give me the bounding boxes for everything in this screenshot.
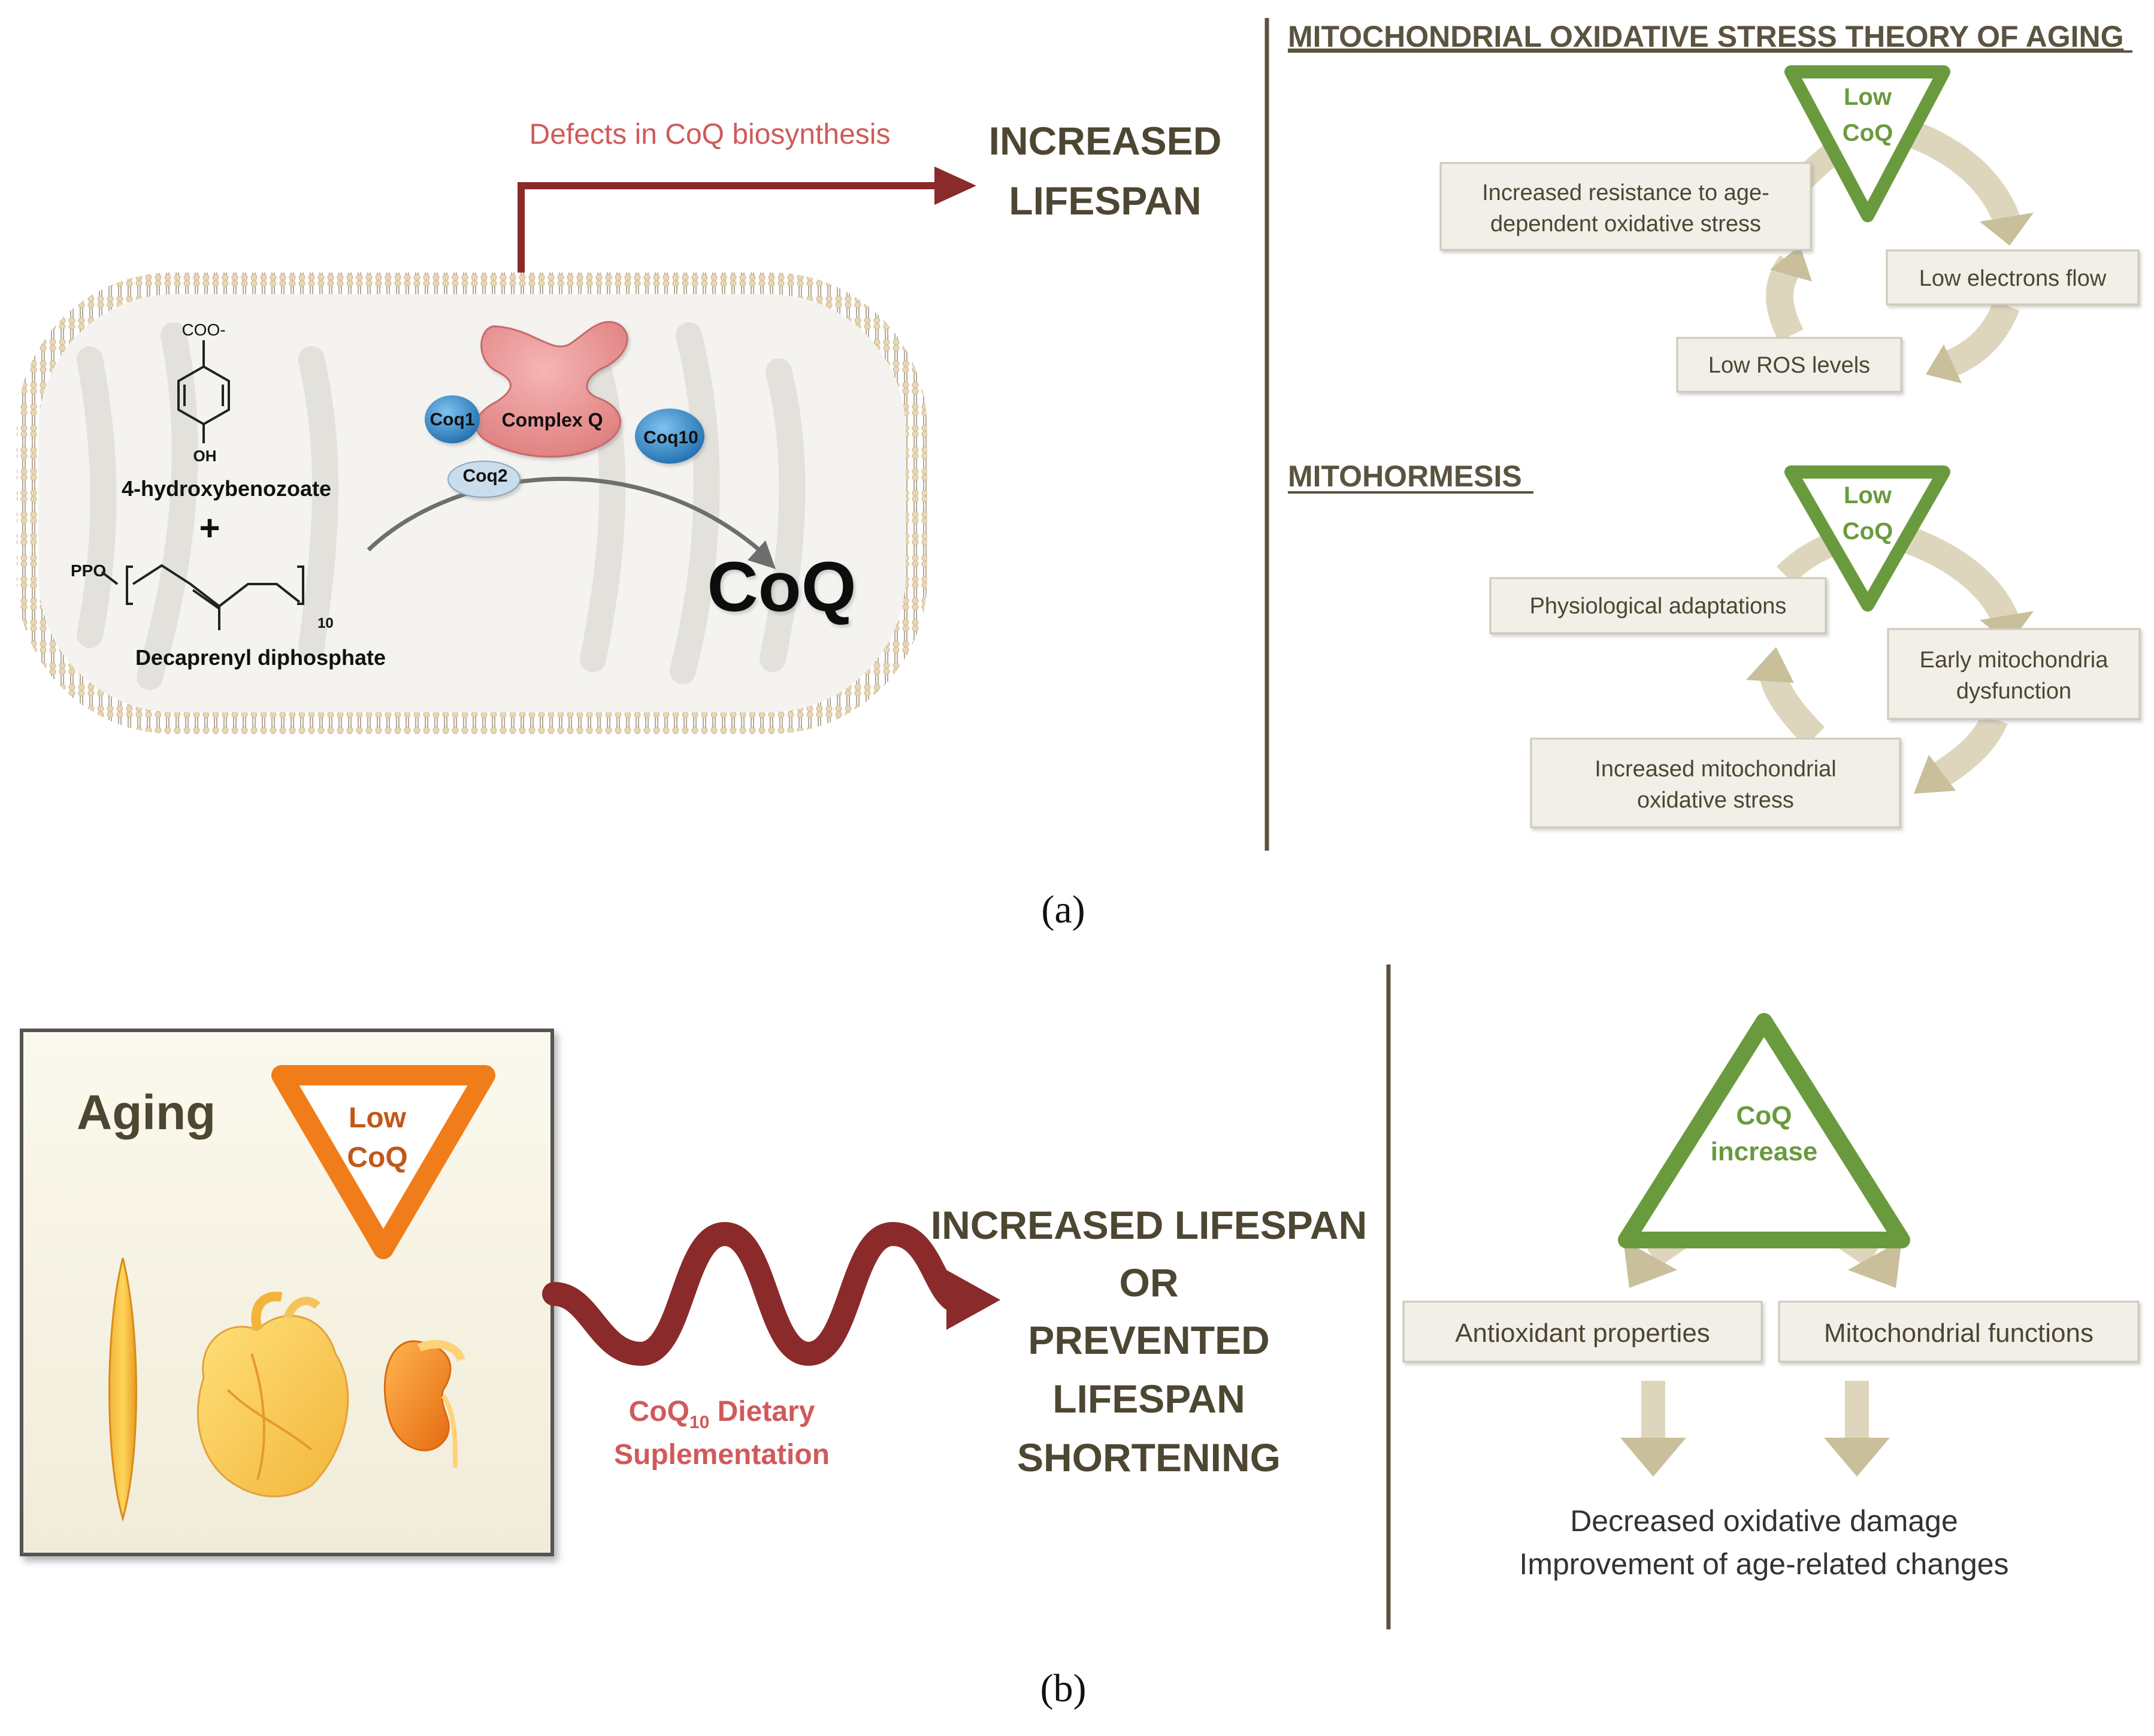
coq10-protein	[635, 409, 704, 464]
reaction-arrow	[367, 476, 763, 553]
panel-b: Aging Low CoQ CoQ10 Dietary Suplementati…	[20, 964, 2140, 1710]
coq10-label: Coq10	[643, 428, 698, 447]
reaction-arrowhead	[748, 540, 776, 569]
coq1-protein	[425, 395, 480, 443]
heart-icon	[196, 1292, 349, 1498]
mito-cycle-arrowhead-1	[1980, 611, 2034, 644]
subscript-10: 10	[317, 615, 334, 631]
mitochondrion: COO- OH 4-hydroxybenozoate + PPO 10 Deca…	[17, 273, 927, 734]
theory-box-electrons	[1886, 249, 2140, 306]
down-arrow-left-shaft	[1641, 1381, 1665, 1441]
theory-heading: MITOCHONDRIAL OXIDATIVE STRESS THEORY OF…	[1288, 20, 2123, 53]
outcome-line-3: PREVENTED	[1028, 1318, 1269, 1362]
increased-label: INCREASED	[989, 119, 1222, 163]
antioxidant-label: Antioxidant properties	[1455, 1318, 1710, 1348]
plus-sign: +	[199, 508, 220, 548]
lifespan-label: LIFESPAN	[1009, 179, 1201, 223]
mito-box-physiological-label: Physiological adaptations	[1530, 594, 1787, 619]
mito-box-stress-line2: oxidative stress	[1637, 788, 1794, 813]
mitochondrial-functions-label: Mitochondrial functions	[1824, 1318, 2094, 1348]
coo-label: COO-	[181, 320, 225, 339]
oh-label: OH	[193, 447, 217, 465]
theory-box-electrons-label: Low electrons flow	[1919, 266, 2107, 291]
panel-a-label: (a)	[1041, 888, 1085, 931]
theory-cycle-arrowhead-1	[1980, 213, 2034, 246]
mito-box-early-line2: dysfunction	[1956, 679, 2071, 704]
theory-cycle-arrowhead-3	[1770, 246, 1812, 282]
increase-triangle-increase: increase	[1711, 1137, 1818, 1166]
increase-arrowhead-left	[1623, 1240, 1677, 1288]
mito-triangle-coq: CoQ	[1843, 518, 1893, 545]
supp-sub-10: 10	[689, 1413, 709, 1432]
mito-box-physiological	[1489, 577, 1827, 634]
supplementation-line2: Suplementation	[614, 1439, 830, 1471]
theory-low-coq-triangle	[1784, 65, 1950, 222]
coq2-protein	[447, 461, 521, 498]
aging-triangle-coq: CoQ	[347, 1142, 407, 1174]
coq1-label: Coq1	[430, 410, 475, 430]
theory-box-resistance-line1: Increased resistance to age-	[1482, 180, 1769, 205]
theory-cycle-arrow-2	[1941, 300, 2020, 379]
ppo-label: PPO	[71, 561, 106, 580]
mito-box-early-line1: Early mitochondria	[1920, 648, 2109, 673]
down-arrow-right-shaft	[1845, 1381, 1869, 1441]
theory-box-resistance-line2: dependent oxidative stress	[1490, 211, 1761, 237]
complex-q-label: Complex Q	[502, 409, 603, 431]
outcome-line-1: INCREASED LIFESPAN	[931, 1203, 1368, 1247]
supplementation-wave-arrow	[542, 1221, 976, 1366]
muscle-icon	[108, 1257, 137, 1522]
outcome-line-2: OR	[1120, 1260, 1179, 1305]
mito-triangle-low: Low	[1844, 482, 1892, 509]
panel-b-label: (b)	[1040, 1667, 1087, 1710]
mitochondrial-functions-box	[1778, 1301, 2140, 1363]
mito-cycle-arrow-2	[1927, 713, 2008, 791]
theory-triangle-coq: CoQ	[1843, 120, 1893, 146]
aging-label: Aging	[77, 1085, 216, 1140]
increase-arrowhead-right	[1848, 1240, 1902, 1288]
decaprenyl-label: Decaprenyl diphosphate	[135, 645, 386, 670]
outcome-line-5: SHORTENING	[1017, 1435, 1281, 1480]
theory-triangle-low: Low	[1844, 84, 1892, 110]
mito-cycle-arrowhead-3	[1746, 647, 1794, 683]
increase-triangle-coq: CoQ	[1736, 1101, 1792, 1130]
coq-increase-triangle	[1618, 1013, 1910, 1248]
aging-triangle-low: Low	[349, 1102, 407, 1134]
defects-label: Defects in CoQ biosynthesis	[530, 119, 891, 150]
hydroxybenzoate-structure	[177, 340, 230, 443]
defects-arrow	[518, 182, 934, 273]
theory-box-ros	[1676, 337, 1902, 393]
coq-product-label: CoQ	[707, 548, 856, 627]
defects-arrowhead	[934, 167, 976, 205]
result-line2: Improvement of age-related changes	[1519, 1547, 2008, 1581]
mito-box-early-dysfunction	[1887, 628, 2141, 720]
hydroxybenzoate-label: 4-hydroxybenozoate	[122, 476, 331, 501]
down-arrowhead-right	[1824, 1438, 1890, 1477]
theory-box-ros-label: Low ROS levels	[1708, 353, 1870, 378]
down-arrowhead-left	[1620, 1438, 1686, 1477]
mito-box-increased-stress	[1530, 737, 1901, 828]
supp-dietary: Dietary	[709, 1396, 815, 1427]
aging-low-coq-triangle	[271, 1065, 495, 1259]
panel-b-outcome: INCREASED LIFESPAN OR PREVENTED LIFESPAN…	[931, 1203, 1368, 1480]
outcome-line-4: LIFESPAN	[1052, 1377, 1245, 1421]
decaprenyl-structure	[101, 564, 304, 630]
complex-q-protein	[475, 320, 628, 458]
kidney-icon	[383, 1340, 465, 1468]
result-line1: Decreased oxidative damage	[1570, 1504, 1958, 1538]
theory-cycle-arrowhead-2	[1926, 344, 1962, 383]
coq2-label: Coq2	[463, 466, 508, 486]
supplementation-arrowhead	[946, 1270, 1000, 1330]
panel-a: COO- OH 4-hydroxybenozoate + PPO 10 Deca…	[17, 18, 2141, 931]
mito-low-coq-triangle	[1784, 465, 1950, 612]
theory-box-resistance	[1439, 162, 1812, 251]
antioxidant-box	[1402, 1301, 1763, 1363]
mitohormesis-heading: MITOHORMESIS	[1288, 459, 1522, 493]
supplementation-line1: CoQ10 Dietary	[629, 1396, 815, 1432]
mito-box-stress-line1: Increased mitochondrial	[1595, 757, 1836, 782]
supp-coq: CoQ	[629, 1396, 689, 1427]
mito-cycle-arrowhead-2	[1914, 755, 1956, 794]
